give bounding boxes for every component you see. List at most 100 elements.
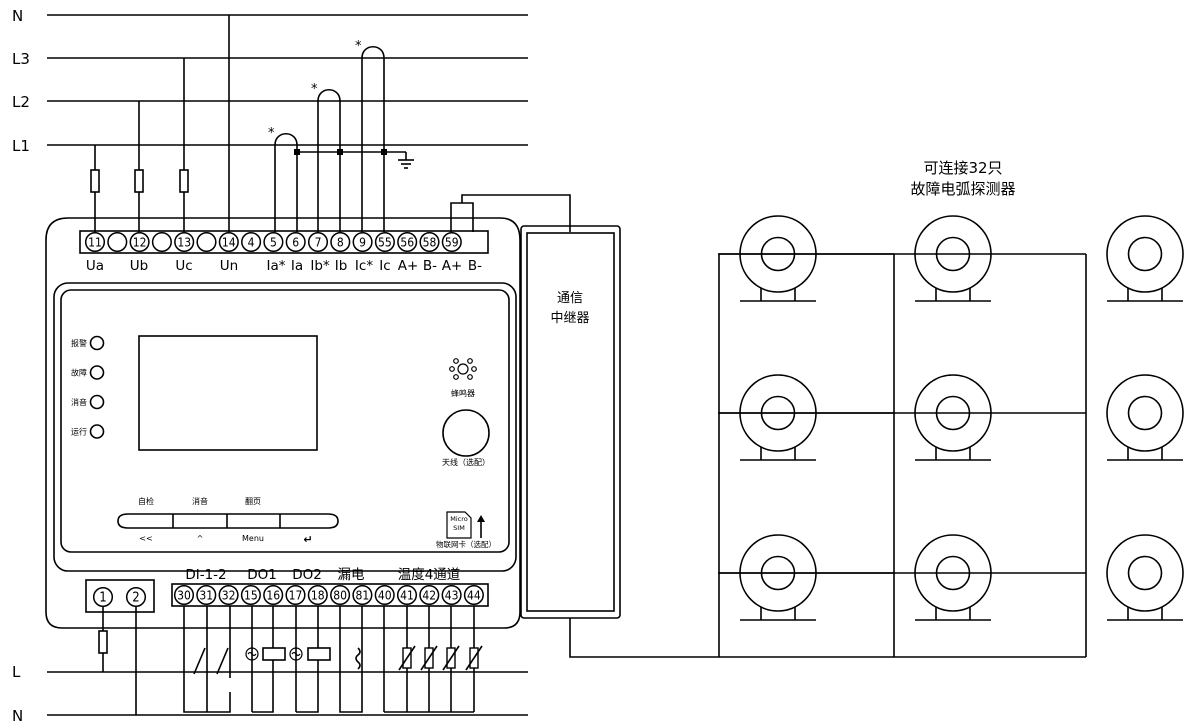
svg-text:SIM: SIM: [453, 524, 465, 532]
bottom-terminal: 41: [396, 584, 418, 606]
top-terminal-number: 5: [270, 236, 277, 250]
antenna-icon: [442, 409, 490, 457]
repeater-label-line2: 中继器: [550, 311, 589, 326]
io-wiring: [183, 606, 483, 713]
menu-key-label: Menu: [242, 534, 264, 543]
power-terminal-number: 2: [132, 591, 139, 606]
bottom-terminal: 80: [330, 584, 351, 606]
terminal-group-label: DO1: [247, 567, 277, 583]
top-terminal-number: 59: [445, 236, 459, 250]
bottom-terminal: 81: [352, 584, 373, 606]
self-test-key[interactable]: [119, 514, 173, 528]
arc-fault-detector-icon: [739, 534, 817, 621]
terminal-group-label: DI-1-2: [185, 567, 226, 583]
bottom-terminal: 32: [218, 584, 239, 606]
power-fuse: [98, 630, 108, 654]
bottom-terminal-number: 41: [400, 589, 414, 603]
arc-fault-detector-icon: [914, 534, 992, 621]
bottom-terminal: 31: [196, 584, 217, 606]
top-terminal: 12: [129, 231, 150, 253]
ac-source-icon: [289, 647, 303, 661]
top-terminal: 7: [307, 231, 329, 253]
bottom-terminal: 30: [173, 584, 195, 606]
fuse-ua: [90, 169, 100, 193]
sim-card-label: 物联网卡（选配）: [436, 539, 496, 549]
bottom-terminal-number: 42: [422, 589, 436, 603]
top-terminal: 11: [84, 231, 106, 253]
arc-fault-detectors: [718, 215, 1184, 621]
ct-polarity-mark-1: *: [268, 126, 275, 141]
sim-card-icon: Micro SIM: [446, 511, 472, 539]
terminal-group-label: 漏电: [338, 567, 365, 583]
bottom-terminal: 42: [419, 584, 440, 606]
top-terminal-blank: [107, 231, 128, 253]
bottom-terminal: 17: [285, 584, 306, 606]
current-transformers: * * *: [268, 39, 414, 232]
top-terminal-label: A+: [442, 258, 463, 274]
phase-label-l1: L1: [12, 137, 30, 155]
mute-key[interactable]: [173, 514, 227, 528]
top-terminal-number: 8: [337, 236, 344, 250]
bottom-terminal: 43: [441, 584, 462, 606]
power-supply-wiring: L N: [12, 607, 528, 725]
ct-polarity-mark-3: *: [355, 39, 362, 54]
top-terminal-number: 11: [88, 236, 102, 250]
detector-bus: [569, 254, 1087, 658]
top-terminal: 4: [241, 231, 262, 253]
bottom-terminal-number: 40: [378, 589, 392, 603]
indicator-led: [89, 424, 105, 439]
ct-polarity-mark-2: *: [311, 82, 318, 97]
top-terminal: 9: [352, 231, 373, 253]
top-terminal-number: 6: [292, 236, 299, 250]
enter-key-symbol: ↵: [303, 533, 312, 546]
indicator-label: 运行: [71, 427, 87, 437]
top-terminal: 55: [374, 231, 395, 253]
button-bar: [117, 513, 339, 529]
bottom-terminal-number: 15: [244, 589, 258, 603]
top-terminal-number: 12: [133, 236, 147, 250]
back-key-symbol: <<: [139, 534, 152, 543]
top-terminal-label: Un: [220, 258, 238, 274]
enter-key[interactable]: [280, 514, 337, 528]
buzzer-icon: [449, 358, 477, 380]
bottom-terminal-number: 81: [356, 589, 370, 603]
top-terminal-number: 13: [177, 236, 191, 250]
bottom-terminal: 40: [374, 584, 395, 606]
detector-note-line1: 可连接32只: [923, 159, 1002, 177]
meter-housing: [45, 217, 521, 629]
indicator-led: [89, 394, 105, 410]
top-terminal-label: Ic: [379, 258, 390, 274]
temperature-sensors: [398, 606, 483, 712]
mains-lines: N L3 L2 L1: [12, 7, 528, 155]
top-terminal-label: Ib: [335, 258, 348, 274]
indicator-led: [89, 365, 105, 380]
arc-fault-detector-icon: [739, 215, 817, 302]
bottom-terminal: 16: [263, 584, 284, 606]
top-terminal: 59: [441, 231, 462, 253]
top-terminal-number: 7: [315, 236, 322, 250]
top-terminal-label: Ib*: [310, 258, 330, 274]
top-terminal: 56: [397, 231, 418, 253]
bottom-terminal-number: 80: [333, 589, 347, 603]
top-terminal-number: 4: [248, 236, 255, 250]
phase-label-n: N: [12, 7, 23, 25]
ground-icon: [398, 152, 414, 169]
top-terminal-label: Ic*: [355, 258, 373, 274]
relay-coil-1: [262, 647, 286, 661]
leakage-sensor-icon: [355, 647, 361, 670]
top-terminal-label: Uc: [175, 258, 192, 274]
bottom-terminal: 18: [307, 584, 328, 606]
arc-fault-detector-icon: [914, 374, 992, 461]
terminal-group-label: DO2: [292, 567, 322, 583]
page-key-label: 翻页: [245, 497, 261, 506]
top-terminal-label: Ub: [130, 258, 148, 274]
page-key[interactable]: [227, 514, 280, 528]
arc-fault-detector-icon: [1106, 215, 1184, 302]
top-terminal-label: B-: [423, 258, 437, 274]
